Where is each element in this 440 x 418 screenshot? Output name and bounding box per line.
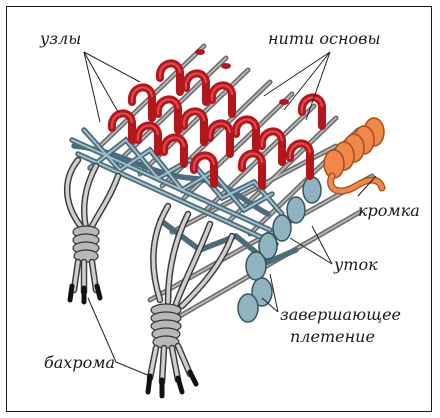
left-tassel: [70, 226, 100, 302]
label-fringe: бахрома: [44, 353, 115, 372]
label-knots: узлы: [39, 29, 81, 48]
label-selvedge: кромка: [358, 201, 420, 220]
right-tassel: [148, 304, 196, 396]
label-warp-threads: нити основы: [268, 29, 381, 48]
selvedge-coil: [324, 118, 384, 191]
label-weft: уток: [333, 255, 378, 274]
label-finishing-weave-line2: плетение: [290, 327, 375, 346]
label-finishing-weave-line1: завершающее: [280, 305, 401, 324]
